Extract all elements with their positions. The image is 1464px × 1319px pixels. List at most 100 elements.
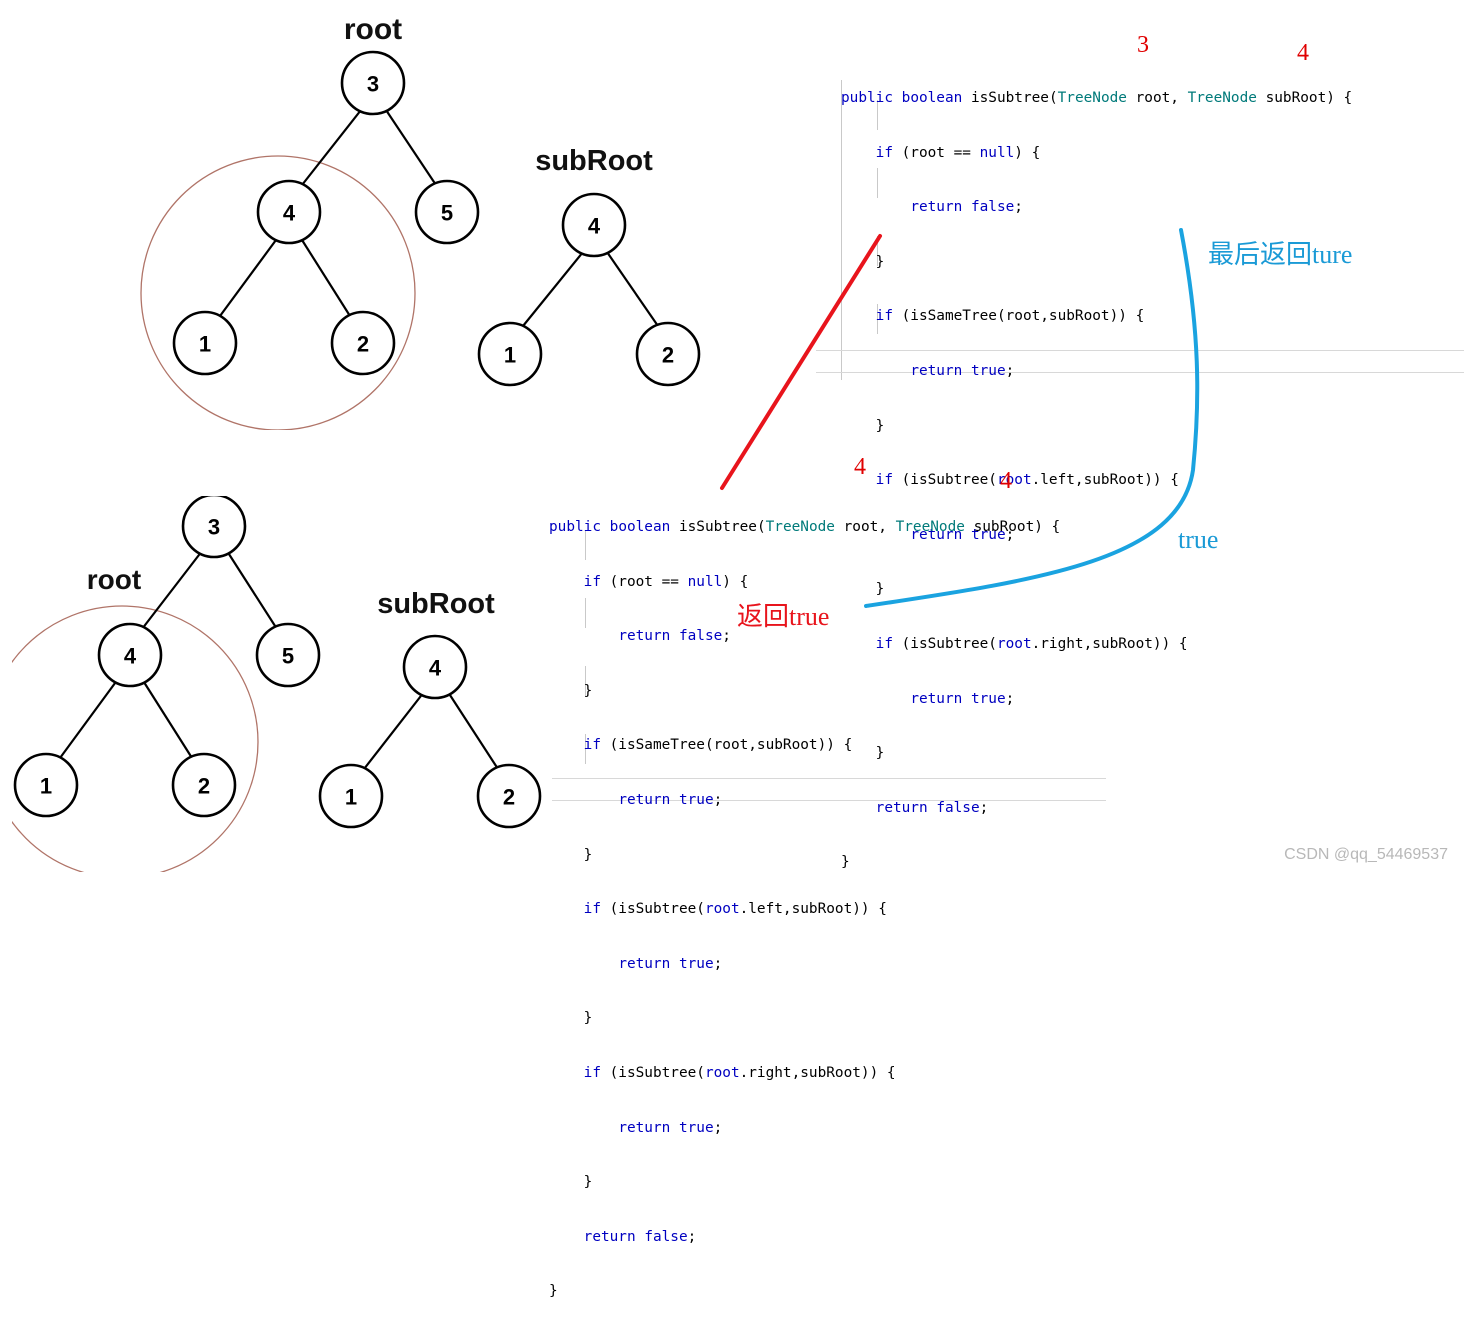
tree-node: 3 <box>340 50 406 116</box>
true-annotation: true <box>1178 525 1219 554</box>
subroot-label: subRoot <box>535 145 653 177</box>
code-line: return true; <box>910 526 1015 543</box>
tree-node: 5 <box>255 622 321 688</box>
tree-node: 1 <box>13 752 79 818</box>
code-line: return false; <box>618 628 731 645</box>
tree-panel-bottom: root subRoot 3 4 5 1 2 4 1 2 <box>12 496 552 872</box>
code-line: } <box>549 1010 593 1027</box>
svg-text:5: 5 <box>282 644 294 669</box>
param-number-root: 4 <box>854 454 866 480</box>
indent-guide <box>877 168 878 198</box>
code-line: } <box>841 417 885 434</box>
edge <box>226 550 278 630</box>
code-line: } <box>841 253 885 270</box>
code-line: if (isSubtree(root.left,subRoot)) { <box>875 472 1179 489</box>
indent-guide <box>877 304 878 334</box>
code-line: if (root == null) { <box>583 573 749 590</box>
code-line: if (isSubtree(root.right,subRoot)) { <box>583 1064 896 1081</box>
separator <box>816 350 1464 351</box>
svg-text:2: 2 <box>662 343 674 368</box>
param-number-subroot: 4 <box>1000 468 1012 494</box>
edge <box>59 678 119 759</box>
tree-node: 4 <box>256 179 322 245</box>
code-line: } <box>549 846 593 863</box>
code-line: if (isSubtree(root.right,subRoot)) { <box>875 635 1188 652</box>
indent-guide <box>585 598 586 628</box>
code-line: public boolean isSubtree(TreeNode root, … <box>549 519 1061 535</box>
indent-guide <box>841 80 842 380</box>
svg-text:2: 2 <box>503 785 515 810</box>
separator <box>816 372 1464 373</box>
svg-text:2: 2 <box>357 332 369 357</box>
blue-return-curve <box>864 228 1200 608</box>
edge <box>385 109 437 186</box>
code-line: } <box>549 682 593 699</box>
tree-node: 4 <box>97 622 163 688</box>
edge <box>522 251 584 327</box>
tree-diagram-top: root subRoot 3 4 5 1 2 4 1 2 <box>140 13 701 430</box>
code-line: if (isSameTree(root,subRoot)) { <box>875 308 1145 325</box>
indent-guide <box>585 530 586 560</box>
tree-node: 5 <box>414 179 480 245</box>
svg-text:1: 1 <box>40 774 52 799</box>
tree-node: 2 <box>330 310 396 376</box>
tree-node: 2 <box>635 321 701 387</box>
edge <box>606 251 659 327</box>
code-line: return true; <box>910 690 1015 707</box>
svg-text:1: 1 <box>345 785 357 810</box>
red-connector-line <box>720 234 882 490</box>
code-line: } <box>549 1283 558 1300</box>
highlight-circle <box>140 155 416 430</box>
tree-node: 2 <box>171 752 237 818</box>
code-line: if (isSubtree(root.left,subRoot)) { <box>583 901 887 918</box>
final-return-annotation: 最后返回ture <box>1208 240 1353 269</box>
edge <box>219 239 277 317</box>
param-number-subroot: 4 <box>1297 40 1309 66</box>
indent-guide <box>877 236 878 266</box>
param-number-root: 3 <box>1137 32 1149 58</box>
indent-guide <box>585 734 586 764</box>
indent-guide <box>585 666 586 696</box>
edge <box>141 550 203 630</box>
svg-text:3: 3 <box>367 72 379 97</box>
tree-node: 1 <box>172 310 238 376</box>
edge <box>141 678 193 759</box>
code-line: } <box>841 854 850 871</box>
code-line: public boolean isSubtree(TreeNode root, … <box>841 90 1353 106</box>
code-line: } <box>841 745 885 762</box>
code-line: return true; <box>618 1119 723 1136</box>
tree-node: 1 <box>477 321 543 387</box>
code-line: return true; <box>618 955 723 972</box>
edge <box>363 691 425 770</box>
svg-text:4: 4 <box>429 656 442 681</box>
separator <box>552 800 1106 801</box>
tree-node: 3 <box>181 496 247 559</box>
code-line: return false; <box>583 1228 697 1245</box>
tree-node: 1 <box>318 763 384 829</box>
connector-overlay <box>720 228 1200 608</box>
svg-text:4: 4 <box>124 644 137 669</box>
code-block-top: public boolean isSubtree(TreeNode root, … <box>841 55 1352 890</box>
tree-diagram-bottom: root subRoot 3 4 5 1 2 4 1 2 <box>12 496 542 872</box>
tree-node: 4 <box>561 192 627 258</box>
code-line: if (isSameTree(root,subRoot)) { <box>583 737 853 754</box>
code-line: return false; <box>875 799 989 816</box>
code-line: } <box>841 581 885 598</box>
svg-text:4: 4 <box>283 201 296 226</box>
separator <box>552 778 1106 779</box>
code-line: if (root == null) { <box>875 144 1041 161</box>
indent-guide <box>877 100 878 130</box>
tree-panel-top: root subRoot 3 4 5 1 2 4 1 2 <box>0 0 720 430</box>
code-line: } <box>549 1174 593 1191</box>
svg-text:1: 1 <box>199 332 211 357</box>
watermark: CSDN @qq_54469537 <box>1284 846 1448 863</box>
code-line: return true; <box>618 791 723 808</box>
edge <box>301 109 362 186</box>
tree-node: 2 <box>476 763 542 829</box>
edge <box>301 239 351 317</box>
edge <box>447 691 499 770</box>
highlight-circle <box>12 605 259 872</box>
svg-text:1: 1 <box>504 343 516 368</box>
svg-text:4: 4 <box>588 214 601 239</box>
svg-text:3: 3 <box>208 515 220 540</box>
